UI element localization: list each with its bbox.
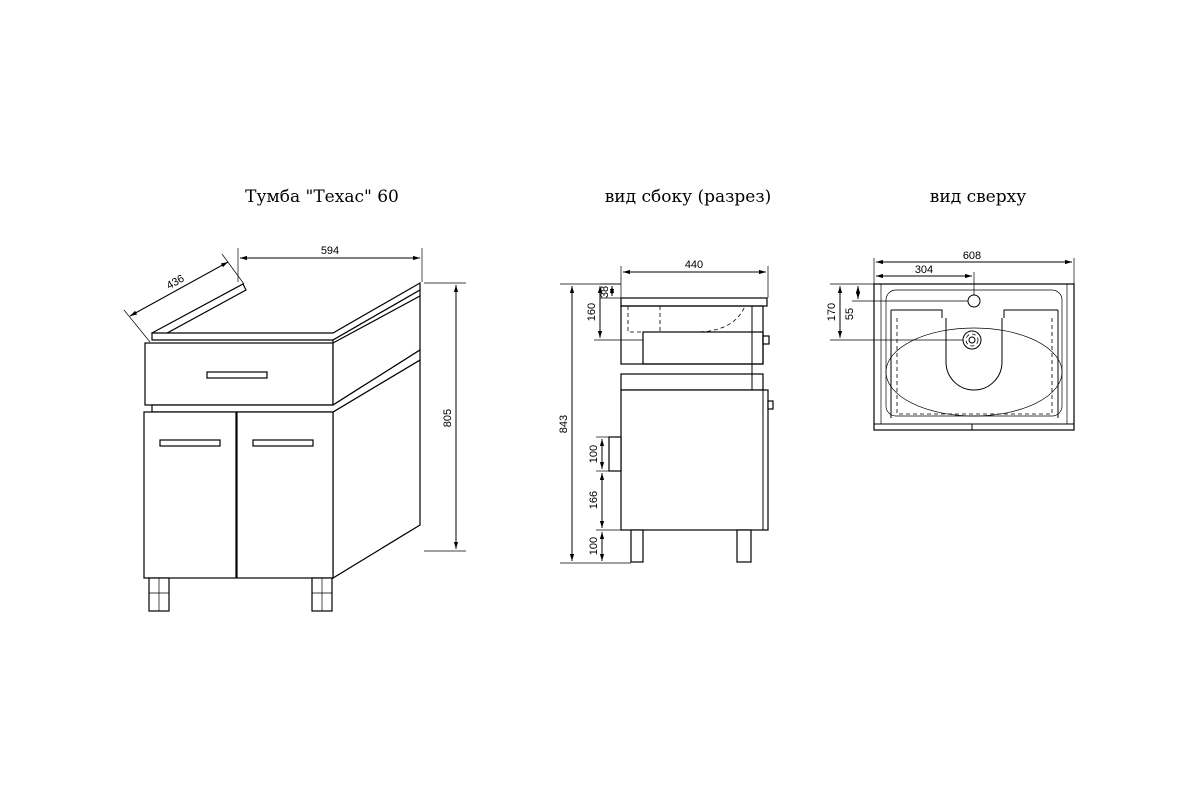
right-door [236, 411, 334, 579]
main-title: Тумба "Техас" 60 [245, 187, 399, 207]
drawer-handle [206, 371, 268, 379]
dim-front-depth: 436 [165, 273, 187, 292]
side-drawer [642, 331, 764, 365]
left-door [143, 411, 237, 579]
sink-bowl-outline [627, 305, 746, 333]
back-rim [150, 283, 247, 339]
front-view: 594 436 805 [123, 245, 466, 612]
sink-rim [620, 297, 768, 307]
dim-side-height: 843 [558, 415, 570, 433]
top-view-title: вид сверху [930, 187, 1026, 207]
side-handle-profile [608, 436, 622, 472]
left-door-handle [159, 439, 221, 447]
side-leg-front [630, 529, 644, 563]
overflow-channel [945, 318, 1003, 391]
side-view-title: вид сбоку (разрез) [605, 187, 772, 207]
dim-top-width: 608 [963, 250, 981, 262]
side-leg-back [736, 529, 752, 563]
top-view: 608 304 170 55 [826, 250, 1075, 431]
dim-top-depth: 170 [826, 303, 838, 321]
dim-sink-depth: 160 [586, 303, 598, 321]
dim-front-height: 805 [442, 409, 454, 427]
dim-sink-rim: 38 [599, 286, 611, 298]
side-door-handle [767, 400, 774, 410]
dim-front-width: 594 [321, 245, 339, 257]
side-rail [620, 373, 764, 391]
dim-handle: 100 [588, 445, 600, 463]
bowl-ellipse [885, 327, 1063, 417]
dim-top-half-width: 304 [915, 264, 933, 276]
side-lower-cabinet [620, 389, 769, 531]
dim-above-legs: 166 [588, 491, 600, 509]
top-outline [873, 283, 1075, 431]
side-drawer-handle [762, 335, 770, 345]
dim-hole-offset: 55 [844, 308, 856, 320]
right-door-handle [252, 439, 314, 447]
dim-legs: 100 [588, 537, 600, 555]
dim-side-depth: 440 [685, 259, 703, 271]
side-view: 440 843 38 160 100 166 100 [558, 259, 774, 564]
